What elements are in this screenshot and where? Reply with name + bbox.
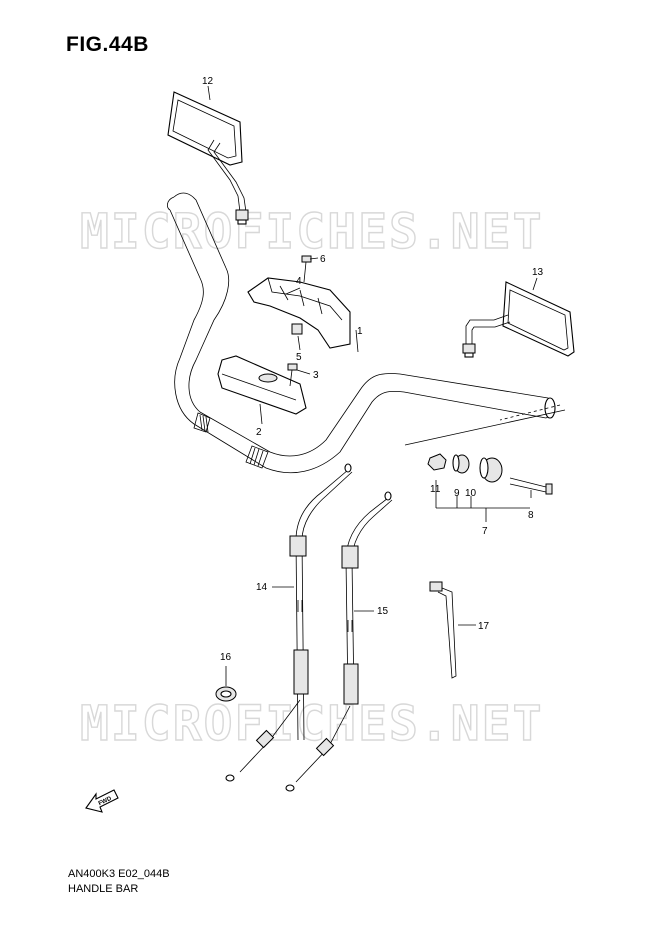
diagram-code: AN400K3 E02_044B: [68, 868, 170, 880]
diagram-name: HANDLE BAR: [68, 883, 139, 895]
balancer-nut-11[interactable]: [427, 453, 447, 471]
throttle-cable-15[interactable]: [285, 491, 393, 792]
nut-5[interactable]: [291, 323, 303, 335]
callout-2: 2: [256, 427, 262, 438]
bolt-6[interactable]: [301, 255, 312, 283]
callout-6: 6: [320, 254, 326, 265]
figure-title: FIG.44B: [66, 33, 149, 56]
cable-tie-17[interactable]: [429, 581, 457, 679]
handlebar[interactable]: [166, 192, 556, 474]
throttle-cable-14[interactable]: [225, 463, 353, 782]
mirror-left[interactable]: [167, 91, 249, 225]
fwd-label: FWD: [98, 796, 114, 808]
callout-15: 15: [377, 606, 389, 617]
handlebar-holder-lower[interactable]: [217, 355, 307, 415]
cable-clamp-16[interactable]: [215, 686, 237, 702]
callout-5: 5: [296, 352, 302, 363]
mirror-right[interactable]: [462, 281, 575, 358]
callout-14: 14: [256, 582, 268, 593]
callout-10: 10: [465, 488, 477, 499]
callout-3: 3: [313, 370, 319, 381]
balancer-weight-10[interactable]: [479, 457, 503, 483]
callout-12: 12: [202, 76, 214, 87]
watermark-bottom: MICROFICHES.NET: [80, 696, 543, 752]
balancer-screw-8[interactable]: [509, 477, 553, 495]
bolt-3[interactable]: [287, 363, 298, 387]
callout-1: 1: [357, 326, 363, 337]
handlebar-holder-upper[interactable]: [247, 277, 351, 349]
watermark-top: MICROFICHES.NET: [80, 204, 543, 260]
callout-16: 16: [220, 652, 232, 663]
callout-11: 11: [430, 484, 441, 495]
callout-7: 7: [482, 526, 488, 537]
callout-4: 4: [296, 276, 302, 287]
callout-13: 13: [532, 267, 544, 278]
callout-17: 17: [478, 621, 490, 632]
callout-8: 8: [528, 510, 534, 521]
callout-9: 9: [454, 488, 460, 499]
balancer-weight-9[interactable]: [452, 454, 470, 474]
fwd-arrow-icon: FWD: [85, 789, 119, 813]
